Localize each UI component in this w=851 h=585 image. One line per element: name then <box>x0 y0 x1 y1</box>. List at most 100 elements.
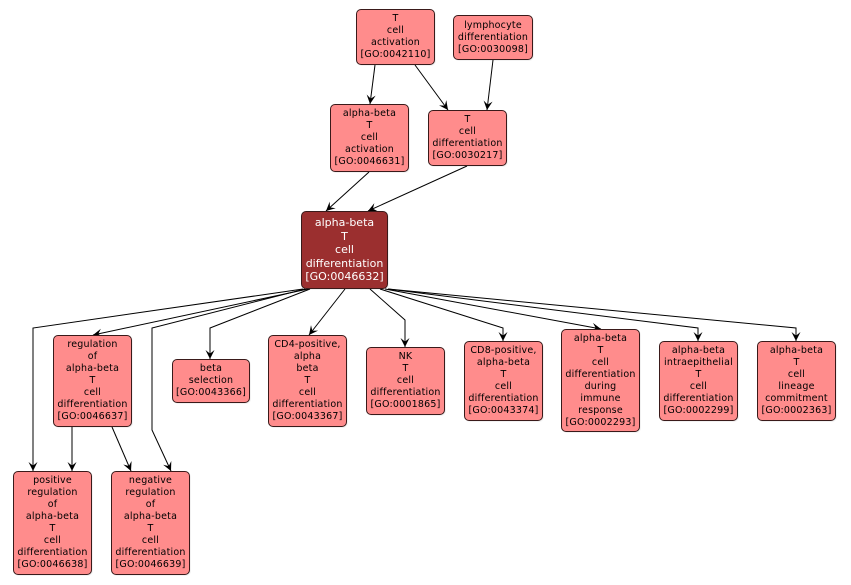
go-term-label-line: differentiation <box>468 393 539 404</box>
go-term-label-line: of <box>145 499 156 510</box>
go-term-id: [GO:0002299] <box>663 405 734 416</box>
go-term-label-line: T <box>402 363 409 374</box>
arrowhead-icon <box>368 203 379 212</box>
go-term-label-line: positive <box>33 475 72 486</box>
arrowhead-icon <box>28 462 38 471</box>
go-term-label-line: cell <box>787 369 806 380</box>
go-term-label-line: differentiation <box>457 31 529 43</box>
go-term-label-line: cell <box>494 381 513 392</box>
go-term-label-line: alpha-beta <box>573 332 628 344</box>
go-term-label-line: regulation <box>67 339 118 350</box>
go-term-label-line: T <box>341 229 348 243</box>
edge-GO0042110-to-GO0030217 <box>414 64 449 111</box>
go-term-label-line: negative <box>128 475 173 486</box>
go-term-label-line: alpha-beta <box>123 511 178 522</box>
go-term-id: [GO:0002293] <box>565 416 636 428</box>
go-term-label-line: during <box>584 380 617 392</box>
go-term-label-line: alpha-beta <box>65 363 120 374</box>
go-term-label-line: cell <box>396 375 415 386</box>
go-term-id: [GO:0046639] <box>115 559 186 570</box>
go-term-label-line: T <box>49 523 56 534</box>
arrowhead-icon <box>67 462 77 471</box>
go-term-label-line: selection <box>188 375 234 386</box>
go-term-label-line: CD4-positive, <box>274 339 341 350</box>
go-term-id: [GO:0043366] <box>176 387 246 398</box>
go-term-label-line: T <box>89 375 96 386</box>
arrowhead-icon <box>366 94 376 104</box>
go-term-label-line: T <box>500 369 507 380</box>
arrowhead-icon <box>205 350 215 359</box>
go-term-label-line: NK <box>398 351 413 362</box>
go-term-label-line: immune <box>580 392 621 404</box>
edge-GO0046632-to-GO0002293 <box>384 288 602 330</box>
go-term-id: [GO:0043374] <box>468 405 539 416</box>
go-term-label-line: differentiation <box>272 399 343 410</box>
edge-GO0046632-to-GO0046638 <box>32 288 304 471</box>
go-term-label-line: T <box>392 13 399 24</box>
go-term-label-line: cell <box>458 126 477 137</box>
go-term-label-line: T <box>597 344 604 356</box>
edge-GO0042110-to-GO0046631 <box>369 64 376 105</box>
edge-GO0046637-to-GO0046639 <box>111 426 132 472</box>
arrowhead-icon <box>693 332 703 341</box>
go-term-label-line: differentiation <box>57 399 128 410</box>
go-term-label-line: response <box>578 404 623 416</box>
go-term-label-line: alpha-beta <box>314 216 375 230</box>
arrowhead-icon <box>439 100 448 110</box>
go-term-label-line: differentiation <box>305 256 384 270</box>
edge-GO0046631-to-GO0046632 <box>325 171 370 212</box>
edge-GO0030217-to-GO0046632 <box>367 165 468 212</box>
arrowhead-icon <box>309 325 319 335</box>
edge-GO0046632-to-GO0043366 <box>209 288 311 359</box>
go-term-label-line: cell <box>335 243 354 257</box>
go-term-id: [GO:0046632] <box>305 270 384 284</box>
go-term-label-line: cell <box>43 535 62 546</box>
edge-GO0046632-to-GO0043374 <box>379 288 504 341</box>
go-term-label-line: commitment <box>765 393 828 404</box>
go-term-label-line: cell <box>386 25 405 36</box>
go-term-label-line: alpha-beta <box>476 357 531 368</box>
go-term-label-line: regulation <box>27 487 78 498</box>
edge-GO0046632-to-GO0046639 <box>151 288 306 472</box>
arrowhead-icon <box>498 332 508 341</box>
go-term-id: [GO:0046637] <box>57 411 128 422</box>
go-term-label-line: differentiation <box>663 393 734 404</box>
go-term-label-line: T <box>464 114 471 125</box>
arrowhead-icon <box>791 332 801 341</box>
go-term-label-line: cell <box>298 387 317 398</box>
arrowhead-icon <box>326 201 336 211</box>
edge-GO0046632-to-GO0043367 <box>308 288 346 336</box>
edge-GO0046632-to-GO0001865 <box>369 288 406 347</box>
go-term-label-line: T <box>366 120 373 131</box>
go-term-label-line: alpha-beta <box>769 345 824 356</box>
go-term-label-line: differentiation <box>115 547 186 558</box>
go-term-id: [GO:0046638] <box>17 559 88 570</box>
go-term-label-line: of <box>47 499 58 510</box>
go-term-label-line: cell <box>360 132 379 143</box>
go-term-id: [GO:0030098] <box>458 43 528 55</box>
go-term-label-line: CD8-positive, <box>470 345 537 356</box>
go-term-id: [GO:0030217] <box>432 150 503 161</box>
go-term-label-line: T <box>793 357 800 368</box>
go-term-label-line: differentiation <box>432 138 503 149</box>
go-term-label-line: differentiation <box>565 368 636 380</box>
go-term-id: [GO:0042110] <box>360 49 431 60</box>
go-term-id: [GO:0043367] <box>272 411 343 422</box>
go-term-label-line: differentiation <box>370 387 441 398</box>
go-term-label-line: lymphocyte <box>464 19 522 31</box>
